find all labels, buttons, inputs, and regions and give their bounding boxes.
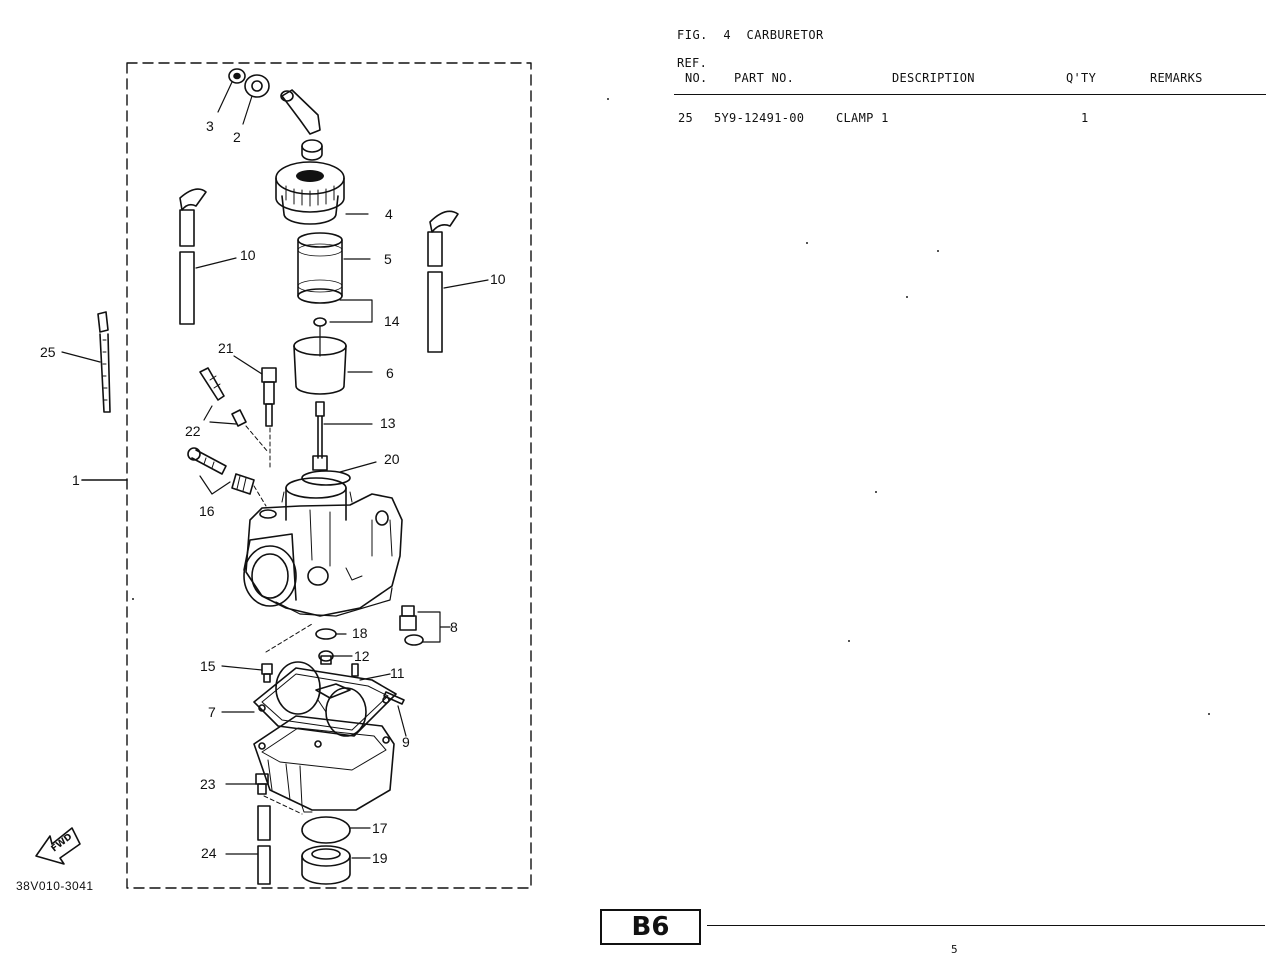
callout-21: 22	[185, 423, 201, 439]
header-qty: Q'TY	[1066, 71, 1097, 85]
part-4-cap	[275, 161, 369, 225]
fwd-arrow-icon: FWD	[35, 827, 81, 865]
part-13-needle	[312, 401, 373, 471]
callout-2: 2	[233, 129, 241, 145]
callout-7: 7	[208, 704, 216, 720]
scan-speck	[848, 640, 850, 642]
part-10-hose-left	[179, 188, 237, 325]
scan-speck	[1208, 713, 1210, 715]
scan-speck	[607, 98, 609, 100]
callout-1: 1	[72, 472, 80, 488]
float-chamber	[253, 715, 395, 813]
part-19-washer	[315, 628, 337, 640]
callout-13: 13	[380, 415, 396, 431]
part-7-gasket	[221, 667, 397, 748]
figure-title: FIG. 4 CARBURETOR	[677, 28, 824, 42]
part-12-main-jet	[318, 650, 353, 665]
header-remarks: REMARKS	[1150, 71, 1203, 85]
part-20-ring	[301, 470, 351, 486]
callout-24: 24	[201, 845, 217, 861]
part-24-tube	[225, 805, 271, 885]
scan-speck	[937, 250, 939, 252]
callout-20: 20	[384, 451, 400, 467]
callout-18: 19	[372, 850, 388, 866]
callout-14: 15	[200, 658, 216, 674]
row-qty: 1	[1081, 111, 1089, 125]
section-badge: B6	[600, 909, 701, 945]
row-ref-no: 25	[678, 111, 694, 125]
part-22-jet	[233, 355, 277, 471]
callout-22: 21	[218, 340, 234, 356]
callout-23: 23	[200, 776, 216, 792]
callout-6: 6	[386, 365, 394, 381]
row-part-no: 5Y9-12491-00	[714, 111, 805, 125]
callout-12: 12	[354, 648, 370, 664]
part-23-screw	[225, 773, 303, 815]
part-9-pin	[383, 691, 405, 705]
part-5-spring	[297, 232, 371, 304]
assembly-boundary	[126, 62, 532, 889]
part-8-plug	[399, 605, 451, 646]
scan-speck	[132, 598, 134, 600]
part-14-screw	[221, 663, 273, 683]
part-15-clip	[313, 299, 373, 327]
part-2-washer	[242, 74, 270, 125]
carburetor-exploded-diagram: FWD 3 2 4 10 5 10 14 25 21 6 13 22 20 1 …	[35, 62, 532, 889]
row-description: CLAMP 1	[836, 111, 889, 125]
header-divider	[674, 94, 1266, 95]
callout-5: 5	[384, 251, 392, 267]
callout-25: 25	[40, 344, 56, 360]
header-ref-line2: NO.	[685, 71, 708, 85]
carburetor-body	[243, 477, 403, 617]
callout-19: 18	[352, 625, 368, 641]
callout-3: 3	[206, 118, 214, 134]
header-part-no: PART NO.	[734, 71, 795, 85]
part-25-clamp	[61, 311, 111, 413]
part-10-hose-right	[427, 210, 489, 353]
part-16-stop-screw	[187, 447, 267, 507]
callout-10-right: 10	[490, 271, 506, 287]
callout-10-left: 10	[240, 247, 256, 263]
callout-4: 4	[385, 206, 393, 222]
scan-speck	[806, 242, 808, 244]
callout-15: 14	[384, 313, 400, 329]
callout-11: 11	[390, 665, 405, 681]
callout-16: 16	[199, 503, 215, 519]
scan-speck	[875, 491, 877, 493]
header-description: DESCRIPTION	[892, 71, 975, 85]
cable-elbow	[280, 89, 323, 161]
drawing-code: 38V010-3041	[16, 879, 94, 893]
part-6-throttle-valve	[293, 325, 373, 395]
callout-8: 8	[450, 619, 458, 635]
scan-speck	[906, 296, 908, 298]
float-assembly	[275, 661, 367, 737]
callout-9: 9	[402, 734, 410, 750]
part-21-air-screw	[199, 367, 269, 453]
header-ref-line1: REF.	[677, 56, 708, 70]
footer-divider	[707, 925, 1265, 926]
page-number: 5	[951, 943, 958, 956]
part-3-nut	[217, 68, 246, 113]
part-18-plug	[301, 845, 371, 885]
callout-17: 17	[372, 820, 388, 836]
part-17-gasket	[301, 816, 351, 844]
